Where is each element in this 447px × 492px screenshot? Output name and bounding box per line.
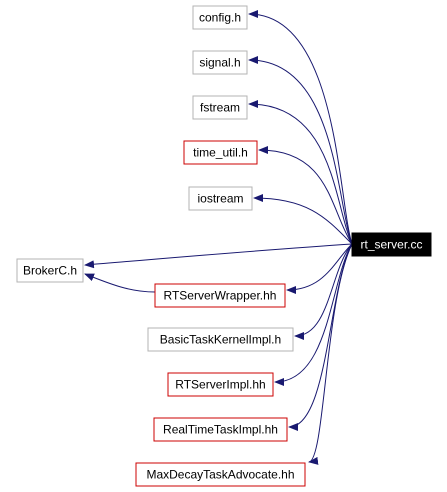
node-box [135, 462, 306, 487]
node-label: RealTimeTaskImpl.hh [163, 423, 278, 437]
node-label: BasicTaskKernelImpl.h [160, 333, 281, 347]
edge-rt_server-to-config [248, 10, 353, 245]
edge-rtserverwrapper-to-brokerc [84, 273, 156, 293]
node-label: BrokerC.h [23, 264, 77, 278]
node-label: RTServerWrapper.hh [164, 289, 277, 303]
node-iostream[interactable]: iostream [188, 186, 253, 211]
node-config[interactable]: config.h [192, 5, 248, 30]
node-rtserverimpl[interactable]: RTServerImpl.hh [167, 372, 274, 397]
edge-rt_server-to-rtserverwrapper [286, 243, 353, 294]
edge-rt_server-to-iostream [253, 194, 353, 245]
node-basictaskkernelimpl[interactable]: BasicTaskKernelImpl.h [147, 327, 294, 352]
node-time-util[interactable]: time_util.h [183, 140, 258, 165]
node-label: rt_server.cc [360, 238, 422, 252]
edge-rt_server-to-maxdecaytaskadvocate [308, 243, 353, 465]
node-box [154, 283, 286, 308]
node-label: time_util.h [193, 146, 248, 160]
node-signal[interactable]: signal.h [192, 50, 248, 75]
node-layer: rt_server.cc config.h signal.h fstream time_… [16, 5, 432, 487]
node-rt-server: rt_server.cc [351, 232, 432, 257]
node-box [188, 186, 253, 211]
node-realtimetaskimpl[interactable]: RealTimeTaskImpl.hh [153, 417, 288, 442]
node-box [351, 232, 432, 257]
node-rtserverwrapper[interactable]: RTServerWrapper.hh [154, 283, 286, 308]
node-label: config.h [199, 11, 241, 25]
node-label: MaxDecayTaskAdvocate.hh [146, 468, 294, 482]
node-maxdecaytaskadvocate[interactable]: MaxDecayTaskAdvocate.hh [135, 462, 306, 487]
node-box [16, 258, 84, 283]
edge-rt_server-to-signal [248, 56, 353, 245]
node-label: signal.h [199, 56, 240, 70]
node-label: fstream [200, 101, 240, 115]
node-box [192, 50, 248, 75]
edge-rt_server-to-brokerc [84, 243, 353, 269]
node-box [192, 5, 248, 30]
edge-rt_server-to-rtserverimpl [274, 243, 353, 386]
edge-rt_server-to-fstream [248, 100, 353, 245]
edge-rt_server-to-basictaskkernelimpl [294, 243, 353, 340]
node-box [167, 372, 274, 397]
node-box [153, 417, 288, 442]
node-brokerc[interactable]: BrokerC.h [16, 258, 84, 283]
node-fstream[interactable]: fstream [192, 95, 248, 120]
node-label: iostream [197, 192, 243, 206]
node-box [192, 95, 248, 120]
node-label: RTServerImpl.hh [175, 378, 265, 392]
edge-rt_server-to-time_util [258, 146, 353, 245]
node-box [183, 140, 258, 165]
edge-layer [84, 10, 353, 465]
node-box [147, 327, 294, 352]
